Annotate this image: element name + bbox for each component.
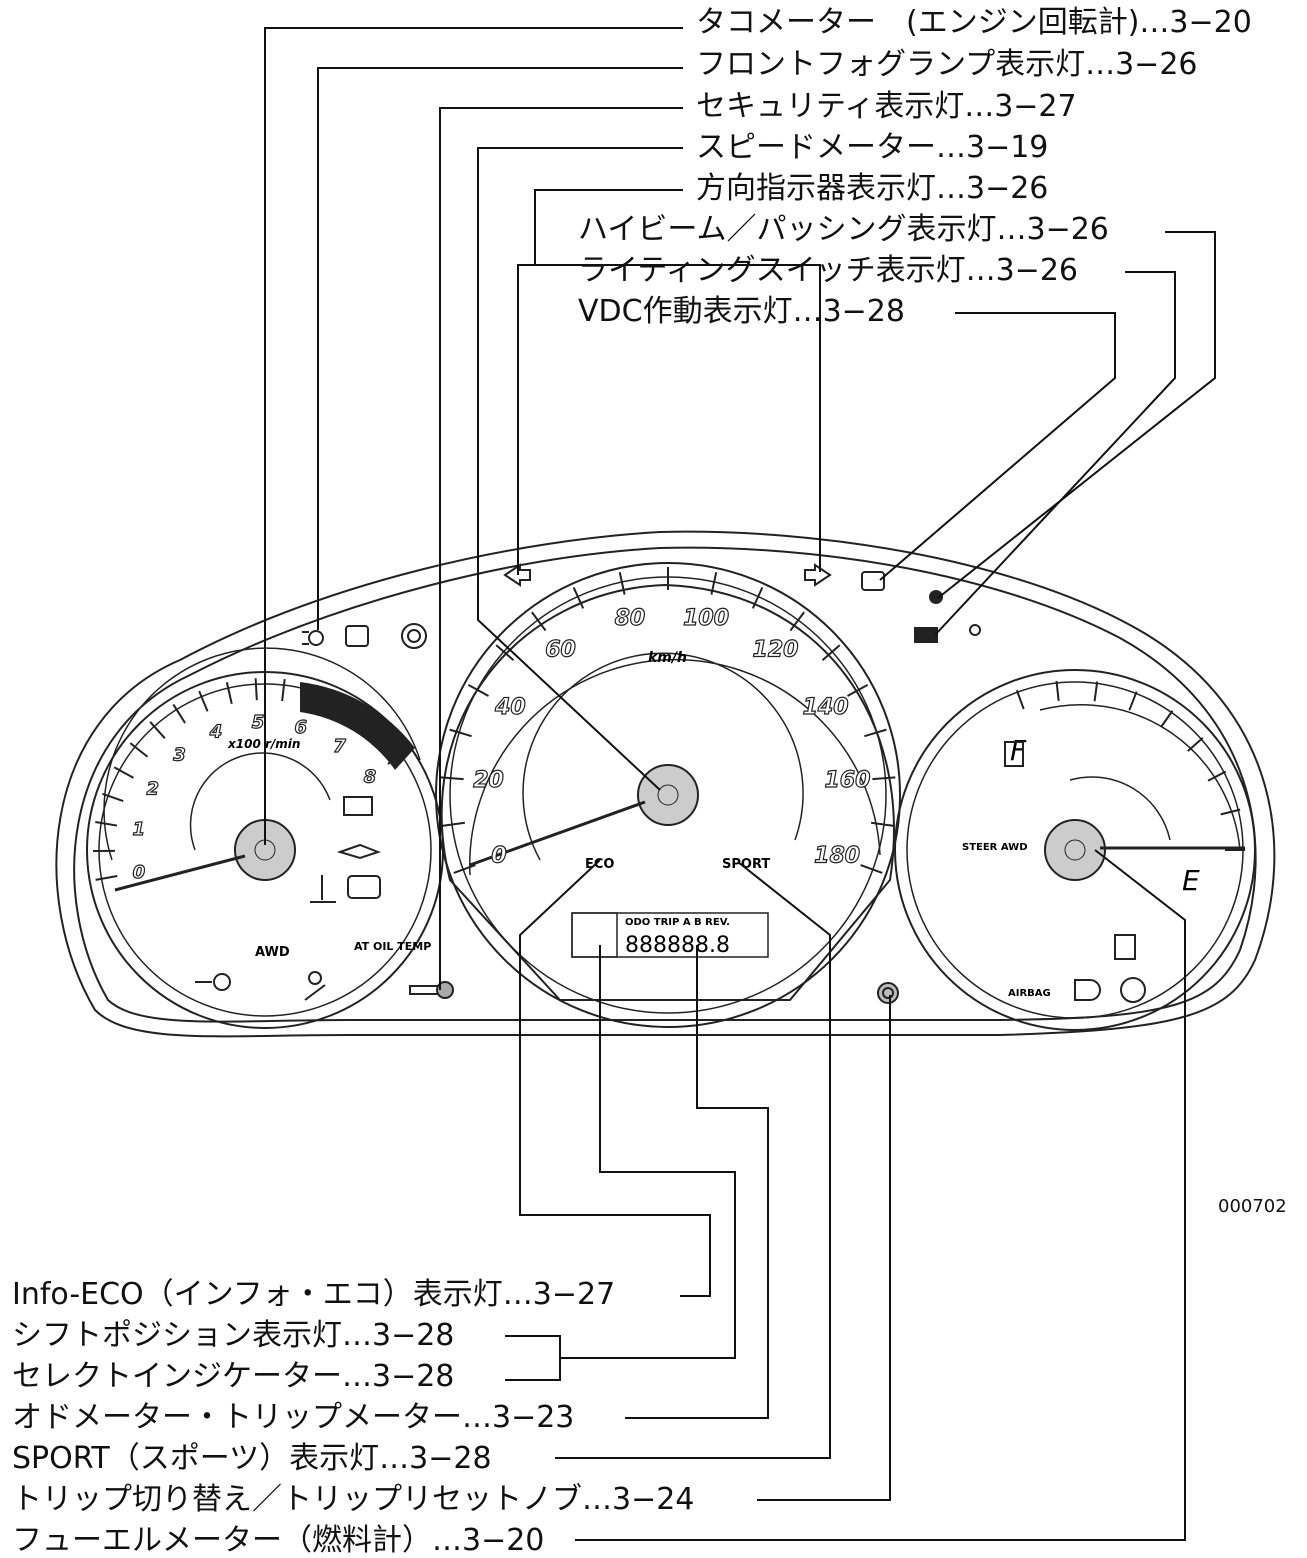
tick-mark [1208, 772, 1226, 781]
fuel-tick-marks [1017, 681, 1245, 850]
lighting-switch-icon [915, 628, 937, 642]
label-trip-knob: トリップ切り替え／トリップリセットノブ…3−24 [12, 1483, 694, 1517]
scale-number: 100 [683, 606, 729, 631]
scale-number: 2 [147, 778, 160, 799]
scale-number: 0 [491, 844, 506, 869]
scale-number: 1 [132, 819, 145, 840]
label-high-beam: ハイビーム／パッシング表示灯…3−26 [578, 213, 1109, 247]
awd-indicator: AWD [255, 945, 290, 960]
label-front-fog: フロントフォグランプ表示灯…3−26 [696, 48, 1198, 82]
scale-number: 80 [615, 606, 646, 631]
glow-icon [195, 974, 230, 990]
tick-mark [95, 822, 117, 826]
fuel-empty-label: E [1182, 864, 1200, 897]
scale-number: 4 [209, 722, 223, 743]
label-info-eco: Info-ECO（インフォ・エコ）表示灯…3−27 [12, 1278, 615, 1312]
tick-mark [256, 678, 257, 700]
brake-icon [402, 624, 426, 648]
label-vdc: VDC作動表示灯…3−28 [578, 295, 905, 329]
odo-digits: 888888.8 [625, 933, 730, 958]
label-sport: SPORT（スポーツ）表示灯…3−28 [12, 1442, 492, 1476]
scale-number: 0 [133, 862, 146, 883]
label-fuel-meter: フューエルメーター（燃料計）…3−20 [12, 1524, 544, 1558]
security-car-icon [346, 626, 368, 646]
headlight-leveler-icon [1075, 980, 1100, 1000]
tick-mark [282, 679, 285, 701]
vdc-icon [862, 572, 884, 590]
tick-mark [442, 823, 465, 826]
tick-mark [227, 682, 232, 703]
tick-mark [450, 730, 472, 737]
label-select-indicator: セレクトインジケーター…3−28 [12, 1360, 454, 1394]
label-lighting-switch: ライティングスイッチ表示灯…3−26 [578, 254, 1078, 288]
airbag-person-icon [305, 972, 325, 1000]
scale-number: 5 [252, 712, 265, 733]
tick-mark [871, 823, 894, 826]
tick-mark [1056, 681, 1058, 701]
oil-pressure-icon [340, 845, 378, 858]
tick-mark [1095, 681, 1098, 701]
scale-number: 7 [333, 736, 346, 757]
scale-number: 160 [824, 768, 870, 793]
battery-icon [344, 797, 372, 815]
tacho-unit-label: x100 r/min [227, 737, 300, 751]
scale-number: 40 [494, 695, 526, 720]
tick-mark [1017, 690, 1024, 709]
tick-mark [1188, 738, 1203, 751]
tick-mark [532, 612, 546, 630]
fuel-full-label: F [1010, 734, 1027, 767]
scale-number: 180 [814, 844, 860, 869]
tick-mark [96, 876, 118, 880]
tick-mark [1129, 692, 1136, 711]
scale-number: 120 [753, 638, 799, 663]
fuel-gauge [895, 670, 1255, 1030]
airbag-indicator: AIRBAG [1008, 988, 1051, 999]
speedometer-scale-numbers: 0 20 40 60 80 100 120 140 160 180 [473, 606, 870, 868]
tick-mark [1161, 711, 1172, 727]
figure-code: 000702 [1218, 1196, 1287, 1217]
odo-header: ODO TRIP A B REV. [625, 917, 730, 928]
speedo-unit-label: km/h [648, 650, 687, 666]
fuel-low-icon [1115, 935, 1135, 959]
engine-check-icon [348, 876, 380, 898]
scale-number: 140 [803, 695, 849, 720]
scale-number: 8 [364, 767, 377, 788]
right-turn-arrow-icon [805, 565, 830, 585]
tick-mark [102, 794, 123, 801]
front-fog-icon [302, 631, 323, 645]
label-shift-position: シフトポジション表示灯…3−28 [12, 1319, 454, 1353]
label-security: セキュリティ表示灯…3−27 [696, 90, 1077, 124]
label-speedometer: スピードメーター…3−19 [696, 131, 1048, 165]
security-led-icon [410, 982, 453, 998]
scale-number: 3 [173, 745, 186, 766]
tick-mark [872, 777, 895, 779]
scale-number: 60 [545, 638, 576, 663]
label-turn-signal: 方向指示器表示灯…3−26 [696, 172, 1048, 206]
label-odo-trip: オドメーター・トリップメーター…3−23 [12, 1401, 574, 1435]
label-tachometer: タコメーター (エンジン回転計)…3−20 [696, 6, 1252, 40]
abs-icon [1121, 978, 1145, 1002]
steer-awd-indicator: STEER AWD [962, 842, 1028, 853]
scale-number: 6 [295, 717, 308, 738]
seatbelt-icon [970, 625, 980, 635]
scale-number: 20 [473, 768, 504, 793]
coolant-temp-icon [310, 875, 336, 902]
trip-knob-icon [878, 983, 898, 1003]
at-oil-temp-indicator: AT OIL TEMP [354, 940, 431, 953]
